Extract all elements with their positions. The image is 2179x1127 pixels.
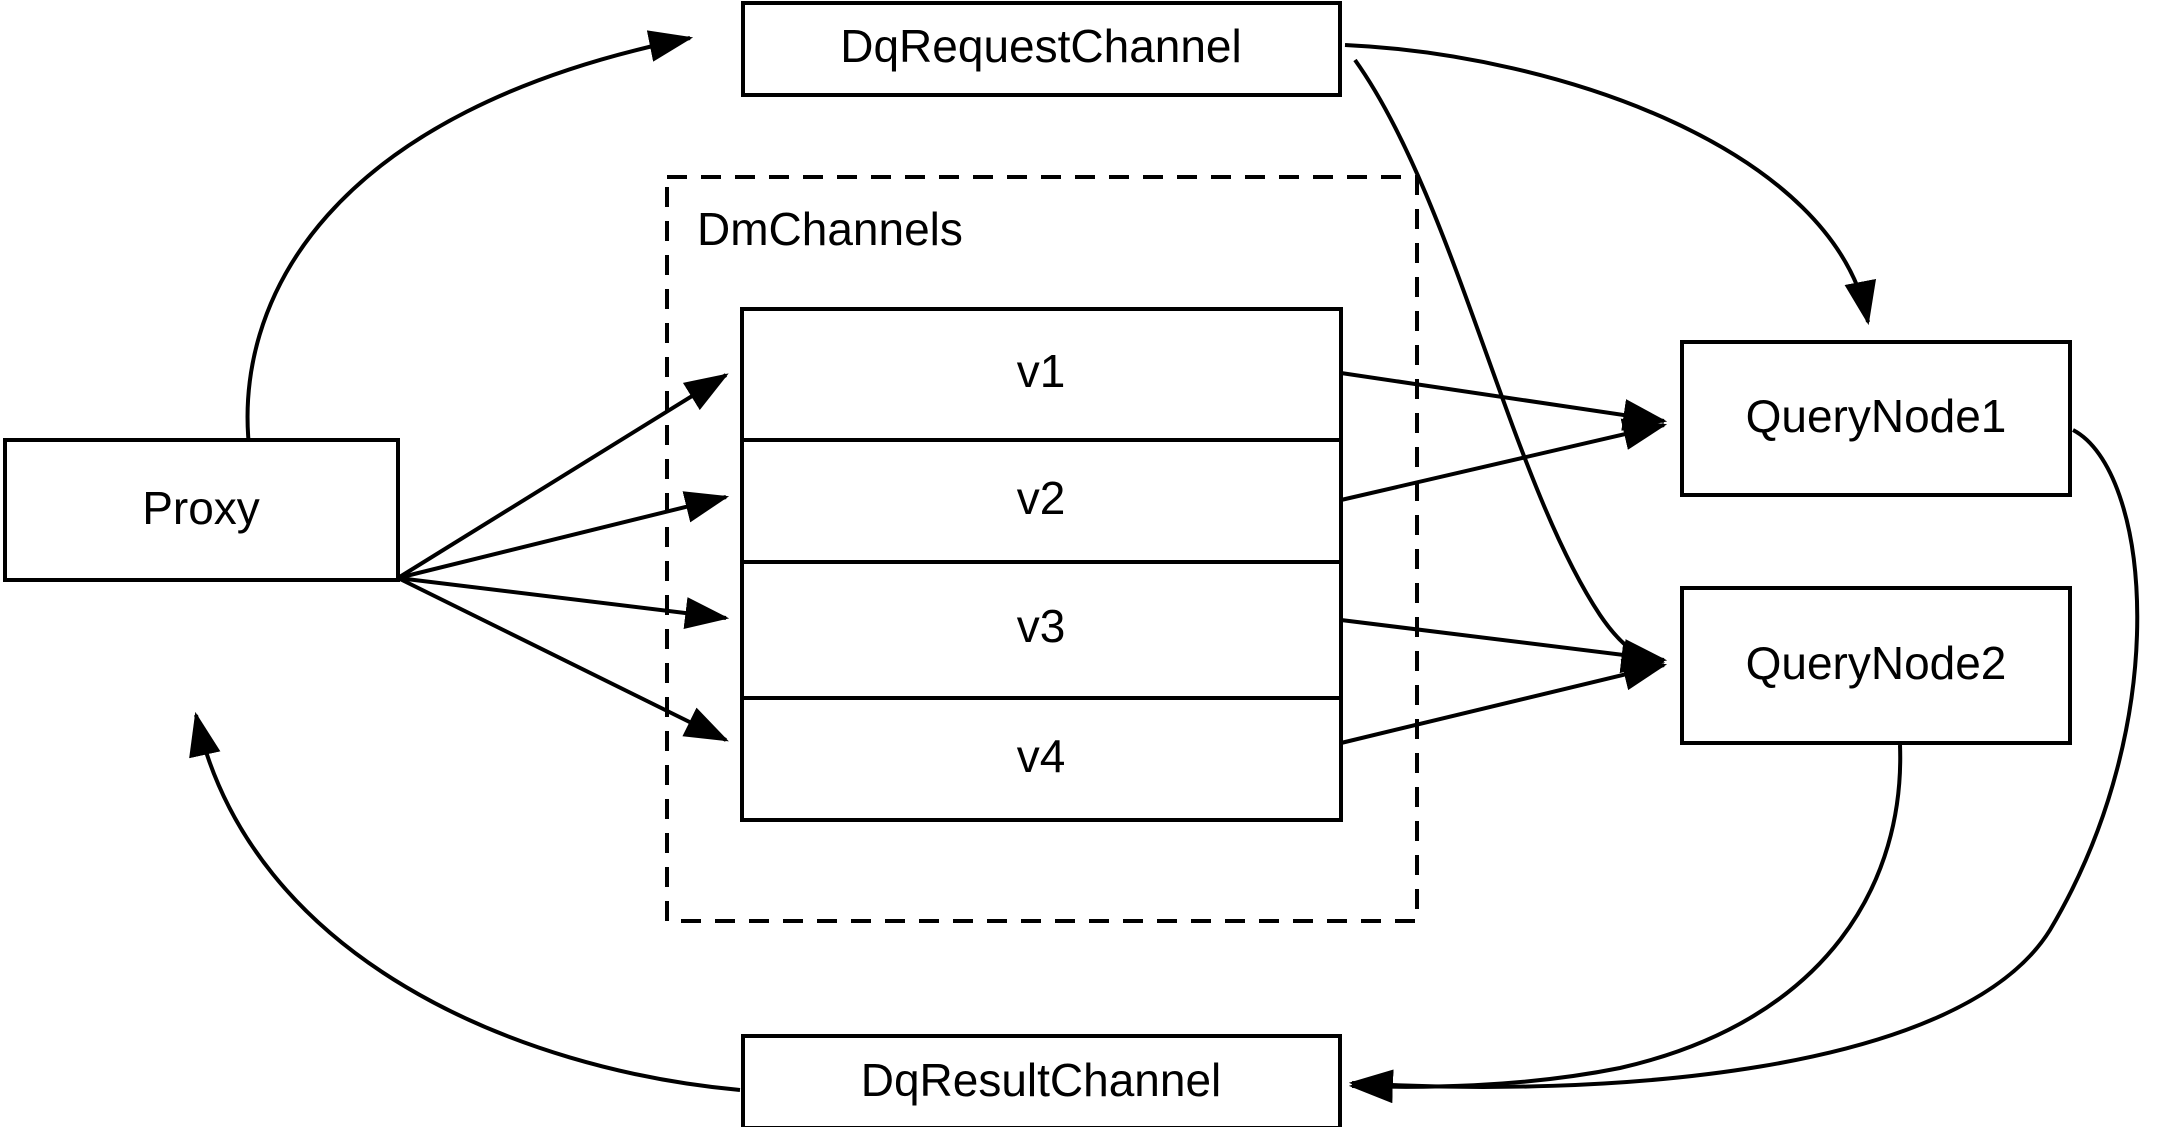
node-dq-result-channel[interactable]	[741, 1034, 1342, 1127]
edge-querynode1-to-dqresultchannel	[1348, 428, 2140, 1102]
dmchannels-group-label: DmChannels	[697, 203, 963, 255]
edge-proxy-to-v3	[397, 576, 730, 629]
channel-cell-v2: v2	[1017, 472, 1066, 524]
channel-cell-v3: v3	[1017, 600, 1066, 652]
node-proxy[interactable]	[3, 438, 400, 582]
edge-dqresultchannel-to-proxy	[189, 711, 741, 1092]
edge-v2-to-querynode1	[1340, 418, 1668, 502]
channel-cell-v1: v1	[1017, 345, 1066, 397]
edge-proxy-to-dqrequestchannel	[245, 30, 694, 456]
channel-cell-v4: v4	[1017, 730, 1066, 782]
node-query-node-2[interactable]	[1680, 586, 2072, 745]
dmchannels-table	[740, 307, 1343, 822]
node-dq-result-channel-label: DqResultChannel	[861, 1054, 1222, 1106]
node-query-node-2-label: QueryNode2	[1746, 637, 2007, 689]
edge-dqrequestchannel-to-querynode1	[1344, 43, 1876, 326]
edge-v3-to-querynode2	[1340, 618, 1668, 671]
edge-proxy-to-v1	[396, 373, 729, 580]
edge-v1-to-querynode1	[1340, 371, 1668, 431]
node-dq-request-channel[interactable]	[741, 1, 1342, 97]
node-query-node-1-label: QueryNode1	[1746, 390, 2007, 442]
node-dq-request-channel-label: DqRequestChannel	[840, 20, 1242, 72]
node-proxy-label: Proxy	[142, 482, 260, 534]
node-query-node-1[interactable]	[1680, 340, 2072, 497]
edge-querynode2-to-dqresultchannel	[1348, 744, 1903, 1104]
edge-v4-to-querynode2	[1340, 659, 1668, 745]
edge-proxy-to-v2	[397, 491, 730, 580]
edge-proxy-to-v4	[397, 576, 729, 742]
dmchannels-group	[665, 175, 1419, 923]
edge-dqrequestchannel-to-querynode2	[1353, 58, 1666, 674]
